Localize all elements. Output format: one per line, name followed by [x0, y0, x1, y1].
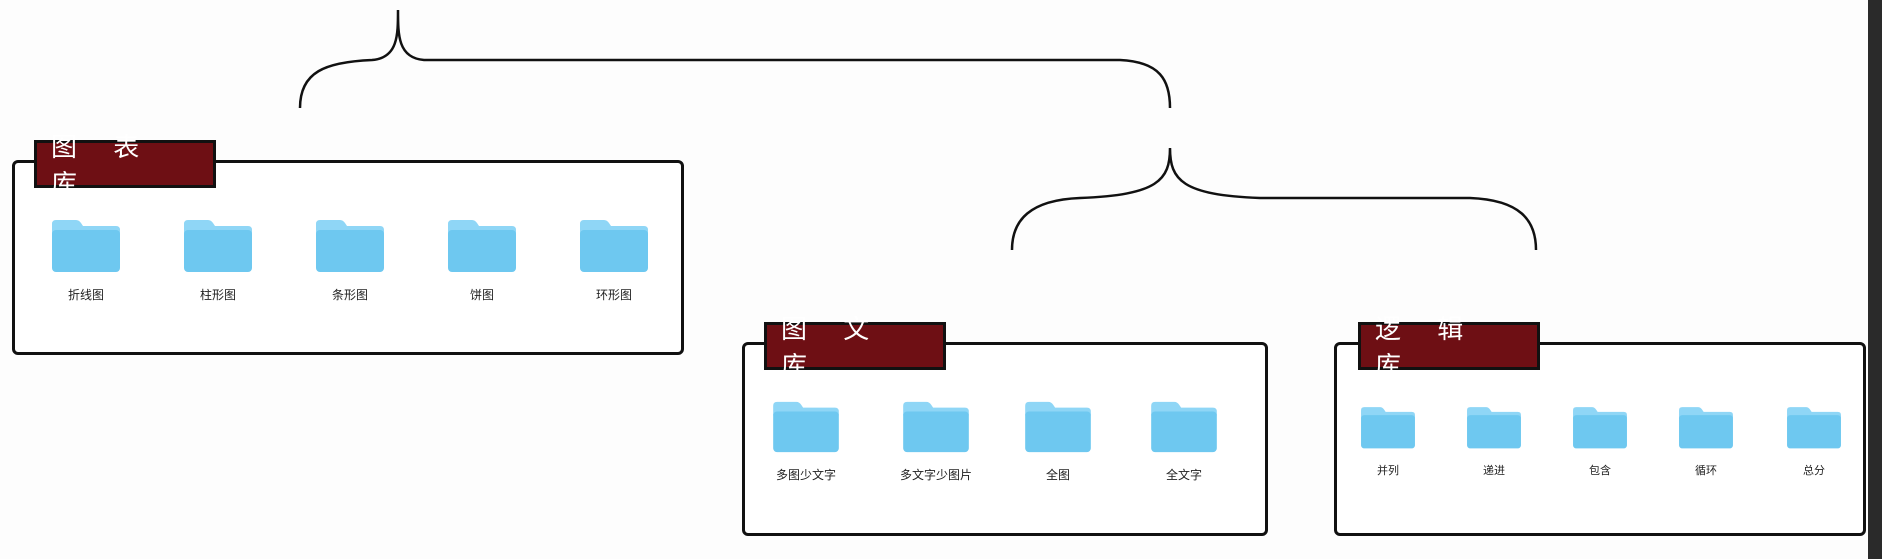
- folder-item[interactable]: 并列: [1358, 404, 1418, 478]
- folder-item[interactable]: 柱形图: [178, 216, 258, 303]
- folder-label: 全文字: [1165, 468, 1202, 482]
- folder-label: 循环: [1695, 464, 1717, 477]
- folder-icon: [1025, 401, 1091, 453]
- folder-label: 全图: [1045, 468, 1070, 482]
- folder-item[interactable]: 循环: [1676, 404, 1736, 478]
- folder-label: 环形图: [595, 288, 632, 302]
- folder-item[interactable]: 条形图: [310, 216, 390, 303]
- folder-icon: [773, 401, 839, 453]
- folder-icon: [448, 220, 516, 272]
- folder-item[interactable]: 全文字: [1144, 398, 1224, 483]
- folder-item[interactable]: 全图: [1018, 398, 1098, 483]
- folder-item[interactable]: 饼图: [442, 216, 522, 303]
- folder-icon: [1467, 407, 1521, 449]
- folder-icon: [580, 220, 648, 272]
- folder-label: 多文字少图片: [899, 468, 972, 482]
- sub-brace: [1010, 147, 1538, 251]
- folder-label: 总分: [1803, 464, 1825, 477]
- folder-item[interactable]: 多文字少图片: [886, 398, 986, 483]
- window-edge: [1868, 0, 1882, 559]
- folder-icon: [1573, 407, 1627, 449]
- folder-icon: [1679, 407, 1733, 449]
- folder-icon: [903, 401, 969, 453]
- folder-item[interactable]: 总分: [1784, 404, 1844, 478]
- folder-item[interactable]: 环形图: [574, 216, 654, 303]
- folder-icon: [1787, 407, 1841, 449]
- folder-icon: [52, 220, 120, 272]
- folder-label: 条形图: [331, 288, 368, 302]
- folder-label: 多图少文字: [775, 468, 836, 482]
- folder-item[interactable]: 多图少文字: [766, 398, 846, 483]
- folder-label: 饼图: [469, 288, 494, 302]
- folder-icon: [1361, 407, 1415, 449]
- folder-icon: [1151, 401, 1217, 453]
- folder-item[interactable]: 包含: [1570, 404, 1630, 478]
- folder-label: 包含: [1589, 464, 1611, 477]
- folder-label: 折线图: [67, 288, 104, 302]
- folder-item[interactable]: 折线图: [46, 216, 126, 303]
- logic-library-title: 逻 辑 库: [1358, 315, 1540, 382]
- folder-label: 并列: [1377, 464, 1399, 477]
- chart-library-title: 图 表 库: [34, 133, 216, 200]
- folder-label: 柱形图: [199, 288, 236, 302]
- folder-icon: [184, 220, 252, 272]
- top-brace: [298, 9, 1172, 109]
- folder-item[interactable]: 递进: [1464, 404, 1524, 478]
- folder-label: 递进: [1483, 464, 1505, 477]
- text-image-library-title: 图 文 库: [764, 315, 946, 382]
- folder-icon: [316, 220, 384, 272]
